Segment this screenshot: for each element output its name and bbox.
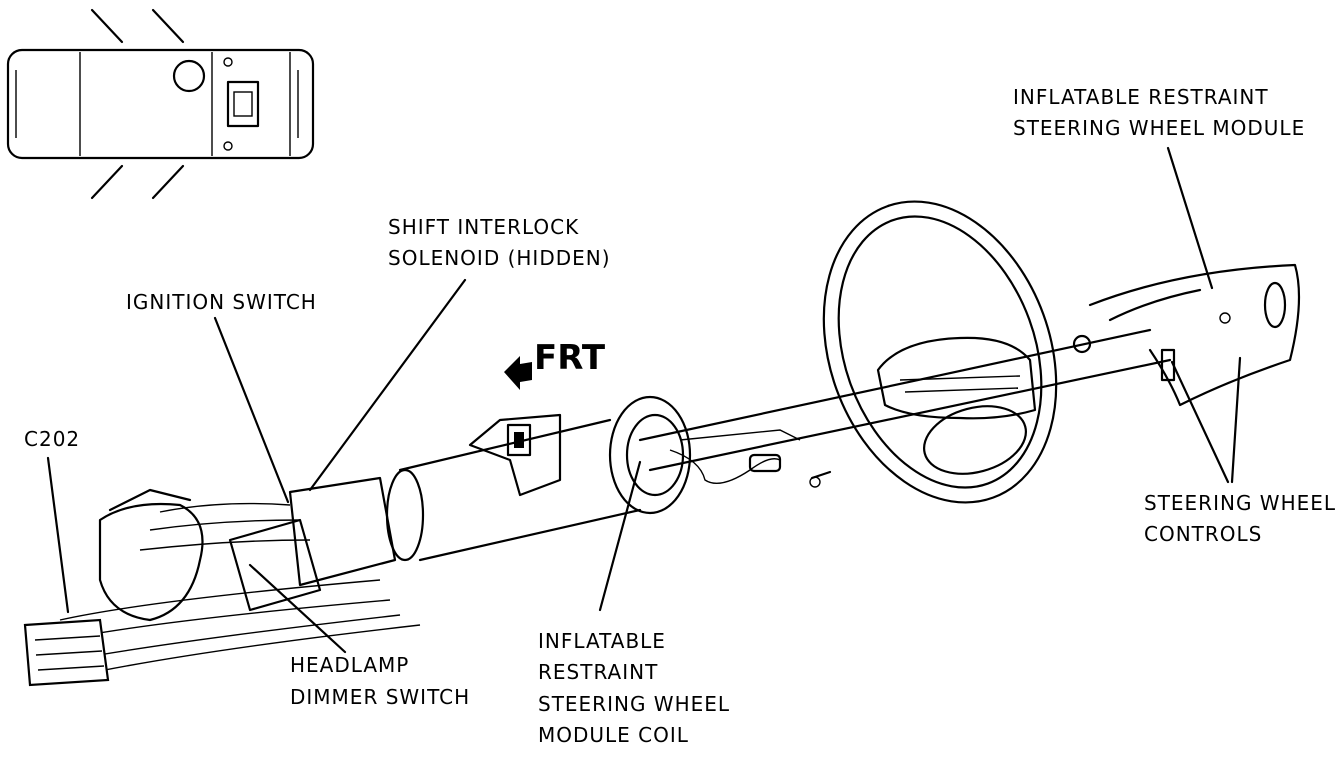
- module-coil: [608, 395, 801, 515]
- headlamp-dimmer-label-line2: DIMMER SWITCH: [290, 685, 471, 709]
- c202-connector: [23, 618, 110, 687]
- front-label: FRT: [534, 338, 606, 378]
- switch-assembly: [59, 476, 421, 676]
- shift-interlock-label-line1: SHIFT INTERLOCK: [388, 215, 580, 239]
- inflatable-module-label-line1: INFLATABLE RESTRAINT: [1013, 85, 1269, 109]
- steering-controls-label-line1: STEERING WHEEL: [1144, 491, 1337, 515]
- leader-lines: [46, 146, 1242, 654]
- inflatable-module-label-line2: STEERING WHEEL MODULE: [1013, 116, 1306, 140]
- steering-controls-label-line2: CONTROLS: [1144, 522, 1263, 546]
- steering-column: [638, 263, 1301, 488]
- ignition-switch-label: IGNITION SWITCH: [126, 290, 317, 314]
- module-coil-label-line3: STEERING WHEEL: [538, 692, 731, 716]
- module-coil-label-line2: RESTRAINT: [538, 660, 659, 684]
- shift-interlock-label-line2: SOLENOID (HIDDEN): [388, 246, 611, 270]
- front-arrow-icon: [504, 356, 532, 390]
- module-coil-label-line4: MODULE COIL: [538, 723, 689, 747]
- column-housing: [385, 413, 642, 562]
- c202-label: C202: [24, 427, 81, 451]
- module-coil-label-line1: INFLATABLE: [538, 629, 666, 653]
- vehicle-top-view-icon: [6, 8, 315, 200]
- headlamp-dimmer-label-line1: HEADLAMP: [290, 653, 410, 677]
